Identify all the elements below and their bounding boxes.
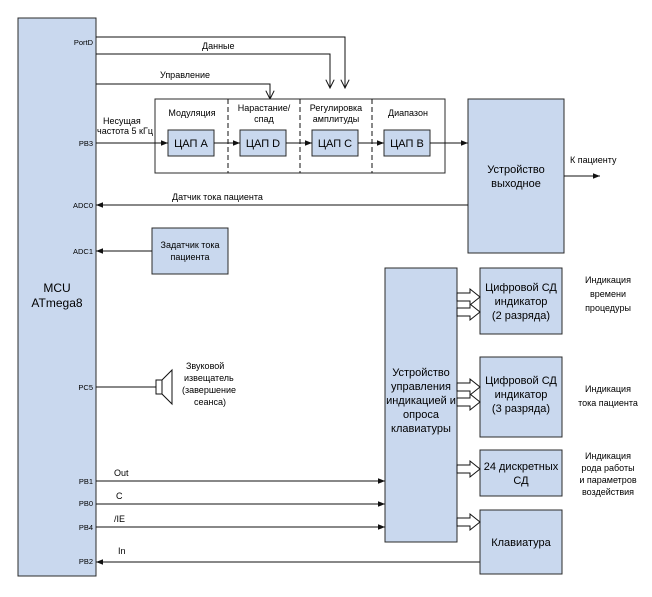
setpoint-block [151,227,229,275]
pin-pc5: PC5 [78,383,93,392]
display-controller-block [384,267,458,543]
controller-line4: опроса [403,409,440,421]
note-time-line2: времени [590,289,626,299]
data-bus-arrow [96,53,330,88]
current-sensor-label: Датчик тока пациента [172,192,263,202]
buzzer-line2: извещатель [184,373,234,383]
keyboard-label: Клавиатура [491,537,551,549]
bus-arrow-group [456,287,481,532]
note-mode-line4: воздействия [582,487,634,497]
note-time-line1: Индикация [585,275,631,285]
stage3-title-line1: Регулировка [310,103,362,113]
led-display-line2: СД [513,475,529,487]
buzzer-line4: сеанса) [194,397,226,407]
pin-adc1: ADC1 [73,247,93,256]
dac-a-block [167,129,215,157]
mcu-block [17,17,97,577]
stage2-title-line2: спад [254,114,274,124]
control-bus-label: Управление [160,70,210,80]
setpoint-line2: пациента [170,252,209,262]
stage2-title-line1: Нарастание/ [238,103,291,113]
pin-pb3: PB3 [79,139,93,148]
bus-arrow-current-lower [456,392,481,412]
controller-line1: Устройство [392,367,450,379]
dac-b-label: ЦАП В [390,138,424,150]
current-display-line2: индикатор [495,389,548,401]
out-signal-label: Out [114,468,129,478]
pin-portd: PortD [74,38,94,47]
dac-b-block [383,129,431,157]
time-display-line2: индикатор [495,296,548,308]
current-display-line3: (3 разряда) [492,403,550,415]
pin-pb2: PB2 [79,557,93,566]
control-bus-arrow [96,83,270,99]
time-display-line3: (2 разряда) [492,310,550,322]
bus-arrow-time-upper [456,287,481,307]
controller-line5: клавиатуры [391,423,451,435]
setpoint-line1: Задатчик тока [161,240,220,250]
controller-line3: индикацией и [386,395,456,407]
mcu-label-line1: MCU [43,281,70,295]
mcu-label-line2: ATmega8 [31,296,82,310]
note-mode-line3: и параметров [579,475,636,485]
time-display-block [479,267,563,335]
dac-c-label: ЦАП C [318,138,352,150]
dac-d-label: ЦАП D [246,138,280,150]
output-device-line1: Устройство [487,164,545,176]
current-display-line1: Цифровой СД [485,375,557,387]
keyboard-block [479,509,563,575]
bus-arrow-keyboard [456,512,481,532]
note-time-line3: процедуры [585,303,631,313]
dac-a-label: ЦАП А [174,138,208,150]
note-current-line2: тока пациента [578,398,638,408]
buzzer-line1: Звуковой [186,361,224,371]
to-patient-label: К пациенту [570,155,617,165]
note-mode-line2: рода работы [581,463,634,473]
note-current-line1: Индикация [585,384,631,394]
portd-bus-arrow [96,36,345,88]
bus-arrow-time-lower [456,302,481,322]
buzzer-line3: (завершение [182,385,236,395]
led-display-block [479,449,563,497]
c-signal-label: C [116,491,123,501]
data-bus-label: Данные [202,41,235,51]
in-signal-label: In [118,546,126,556]
controller-line2: управления [391,381,451,393]
stage3-title-line2: амплитуды [313,114,360,124]
speaker-icon [161,368,173,406]
stage1-title: Модуляция [168,108,215,118]
led-display-line1: 24 дискретных [484,461,559,473]
current-display-block [479,356,563,438]
speaker-icon-body [155,379,163,395]
carrier-label-line2: частота 5 кГц [97,126,153,136]
note-mode-line1: Индикация [585,451,631,461]
output-device-line2: выходное [491,178,541,190]
pin-pb0: PB0 [79,499,93,508]
bus-arrow-leds [456,459,481,479]
pin-pb1: PB1 [79,477,93,486]
bus-arrow-current-upper [456,377,481,397]
pin-pb4: PB4 [79,523,93,532]
dac-c-block [311,129,359,157]
pin-adc0: ADC0 [73,201,93,210]
ie-signal-label: /IE [114,514,125,524]
dac-d-block [239,129,287,157]
output-device-block [467,98,565,254]
carrier-label-line1: Несущая [103,116,141,126]
stage4-title: Диапазон [388,108,428,118]
time-display-line1: Цифровой СД [485,282,557,294]
